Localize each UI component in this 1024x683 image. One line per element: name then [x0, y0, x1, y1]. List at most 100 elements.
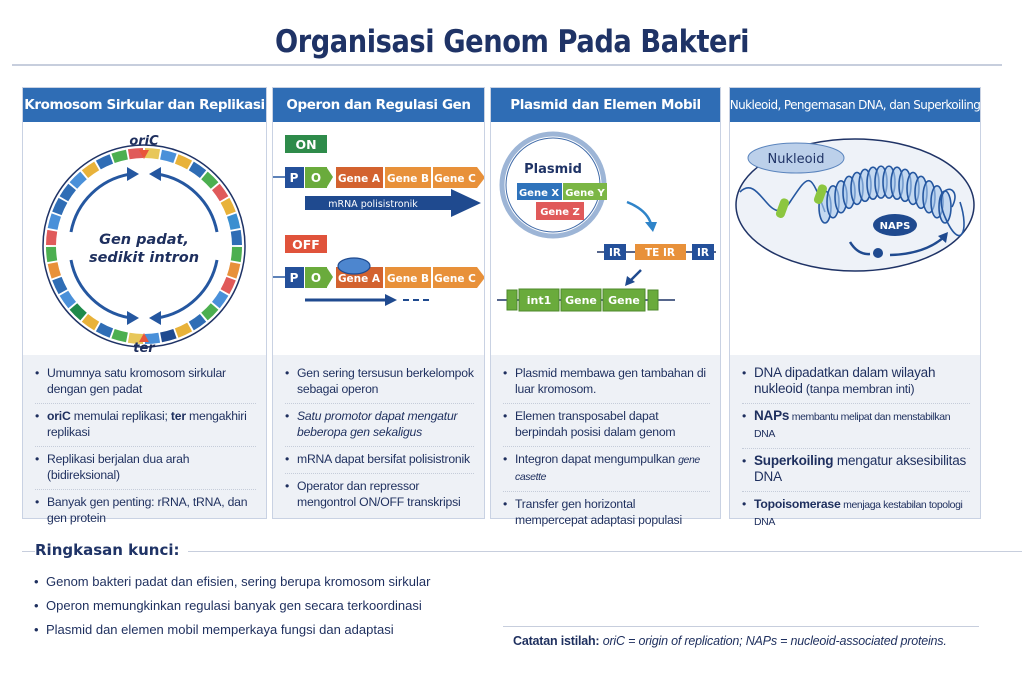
- ir-right-label: IR: [697, 247, 709, 259]
- nap-protein-icon: [775, 198, 789, 218]
- gene-segment: [81, 161, 100, 178]
- bullet-text: mRNA dapat bersifat polisistronik: [297, 452, 470, 466]
- bullet-item: Replikasi berjalan dua arah (bidireksion…: [35, 447, 256, 490]
- gene-segment: [230, 246, 242, 263]
- panel-plasmid: Plasmid dan Elemen Mobil Plasmid Gene X …: [490, 87, 721, 527]
- center-text-line2: sedikit intron: [89, 250, 199, 266]
- promoter-label: P: [290, 171, 299, 185]
- naps-label: NAPS: [880, 221, 911, 232]
- gene-segment: [227, 213, 241, 230]
- gene-segment: [201, 171, 219, 189]
- plasmid-figure: Plasmid Gene X Gene Y Gene Z IR TE IR IR…: [491, 122, 720, 354]
- gene-segment: [220, 197, 236, 216]
- gene-a-box: [336, 167, 383, 188]
- bullet-text: DNA dipadatkan dalam wilayah nukleoid: [754, 365, 936, 396]
- panel-header: Plasmid dan Elemen Mobil: [491, 88, 720, 122]
- gene-segment: [188, 161, 207, 178]
- replication-arrows: [69, 172, 219, 320]
- gene-segment: [201, 303, 219, 321]
- bullet-text: Operator dan repressor mengontrol ON/OFF…: [297, 479, 461, 509]
- bullet-text: Banyak gen penting: rRNA, tRNA, dan gen …: [47, 495, 248, 525]
- bullet-text: Plasmid membawa gen tambahan di luar kro…: [515, 366, 706, 396]
- bullet-text: Satu promotor dapat mengatur beberopa ge…: [297, 409, 458, 439]
- on-badge: [285, 135, 327, 153]
- chromosome-diagram: oriC ter Gen padat, sedikit intron: [42, 134, 246, 356]
- note-label: Catatan istilah:: [513, 634, 600, 648]
- bullet-text: Topoisomerase: [754, 497, 841, 511]
- repressor-icon: [337, 257, 371, 275]
- bullet-item: Transfer gen horizontal mempercepat adap…: [503, 492, 710, 534]
- replication-arrow-right-bottom: [156, 259, 219, 320]
- panel-header: Nukleoid, Pengemasan DNA, dan Superkoili…: [730, 88, 981, 122]
- replication-arrow-right-top: [156, 172, 219, 233]
- gene-segment: [227, 262, 241, 279]
- panel-operon: Operon dan Regulasi Gen ON P O Gene A Ge…: [272, 87, 485, 519]
- gene-segment: [111, 329, 128, 343]
- plasmid-diagram: Plasmid Gene X Gene Y Gene Z IR TE IR IR…: [497, 131, 716, 312]
- bullet-item: DNA dipadatkan dalam wilayah nukleoid (t…: [742, 361, 970, 404]
- bullet-text: gene casette: [515, 454, 700, 483]
- bullet-item: oriC memulai replikasi; ter mengakhiri r…: [35, 404, 256, 447]
- gene-segment: [47, 262, 61, 279]
- bullet-item: Plasmid membawa gen tambahan di luar kro…: [503, 361, 710, 404]
- bullet-text: Elemen transposabel dapat berpindah posi…: [515, 409, 676, 439]
- replication-arrow-left-top: [69, 172, 132, 233]
- mrna-label: mRNA polisistronik: [328, 199, 418, 210]
- gene-c-label: Gene C: [434, 273, 476, 285]
- bullet-text: mengakhiri replikasi: [47, 409, 247, 439]
- page-title: Organisasi Genom Pada Bakteri: [274, 24, 750, 60]
- gene-segment: [52, 197, 68, 216]
- gene-a-label: Gene A: [338, 273, 381, 285]
- bullet-item: Satu promotor dapat mengatur beberopa ge…: [285, 404, 474, 447]
- gene-b-label: Gene B: [387, 273, 429, 285]
- gene-segment: [46, 246, 58, 263]
- nucleoid-bubble: [747, 142, 845, 174]
- site-marker-icon: [139, 150, 149, 159]
- gene-segment: [174, 154, 193, 170]
- gene-segment: [95, 322, 114, 338]
- on-label: ON: [295, 137, 316, 152]
- gene-c-box: [433, 167, 485, 188]
- bullet-text: menjaga kestabilan topologi DNA: [754, 499, 963, 528]
- gene-segment: [212, 290, 229, 309]
- gene-segment: [69, 303, 87, 321]
- off-badge: [285, 235, 327, 253]
- promoter-label: P: [290, 271, 299, 285]
- mrna-arrow: [305, 189, 481, 217]
- panel-header: Operon dan Regulasi Gen: [273, 88, 484, 122]
- naps-badge: [873, 214, 917, 236]
- bullet-item: mRNA dapat bersifat polisistronik: [285, 447, 474, 474]
- operator-box: [305, 167, 327, 188]
- gene-segment: [52, 276, 68, 295]
- gene-segment: [212, 183, 229, 202]
- summary-divider: [22, 551, 1022, 552]
- te-ir-label: TE IR: [645, 247, 675, 259]
- promoter-box: [285, 167, 304, 188]
- gene-segment: [127, 332, 144, 344]
- gene-segment: [160, 149, 177, 163]
- gene-y-label: Gene Y: [565, 188, 605, 199]
- operator-label: O: [311, 171, 321, 185]
- curved-arrow-icon: [626, 200, 653, 225]
- bullet-text: Umumnya satu kromosom sirkular dengan ge…: [47, 366, 226, 396]
- summary-list: Genom bakteri padat dan efisien, sering …: [34, 570, 430, 642]
- topoisomerase-icon: [873, 248, 883, 258]
- gene-segment: [69, 171, 87, 189]
- arrowhead-icon: [149, 311, 161, 325]
- panel-bullet-list: Umumnya satu kromosom sirkular dengan ge…: [23, 355, 266, 525]
- gene-segment: [220, 276, 236, 295]
- off-label: OFF: [292, 237, 320, 252]
- panel-bullet-list: Gen sering tersusun berkelompok sebagai …: [273, 355, 484, 518]
- bullet-text: Gen sering tersusun berkelompok sebagai …: [297, 366, 474, 396]
- operon-figure: ON P O Gene A Gene B Gene C mRNA polisis…: [273, 122, 485, 354]
- bullet-text: NAPs: [754, 408, 790, 423]
- oric-label: oriC: [129, 134, 159, 149]
- panel-bullet-list: Plasmid membawa gen tambahan di luar kro…: [491, 355, 720, 527]
- bullet-text: Replikasi berjalan dua arah (bidireksion…: [47, 452, 190, 482]
- arrowhead-icon: [127, 311, 139, 325]
- bullet-item: Operator dan repressor mengontrol ON/OFF…: [285, 474, 474, 516]
- bullet-item: Integron dapat mengumpulkan gene casette: [503, 447, 710, 492]
- bullet-text: membantu melipat dan menstabilkan DNA: [754, 411, 951, 440]
- bullet-text: memulai replikasi;: [70, 409, 171, 423]
- bullet-item: Banyak gen penting: rRNA, tRNA, dan gen …: [35, 490, 256, 532]
